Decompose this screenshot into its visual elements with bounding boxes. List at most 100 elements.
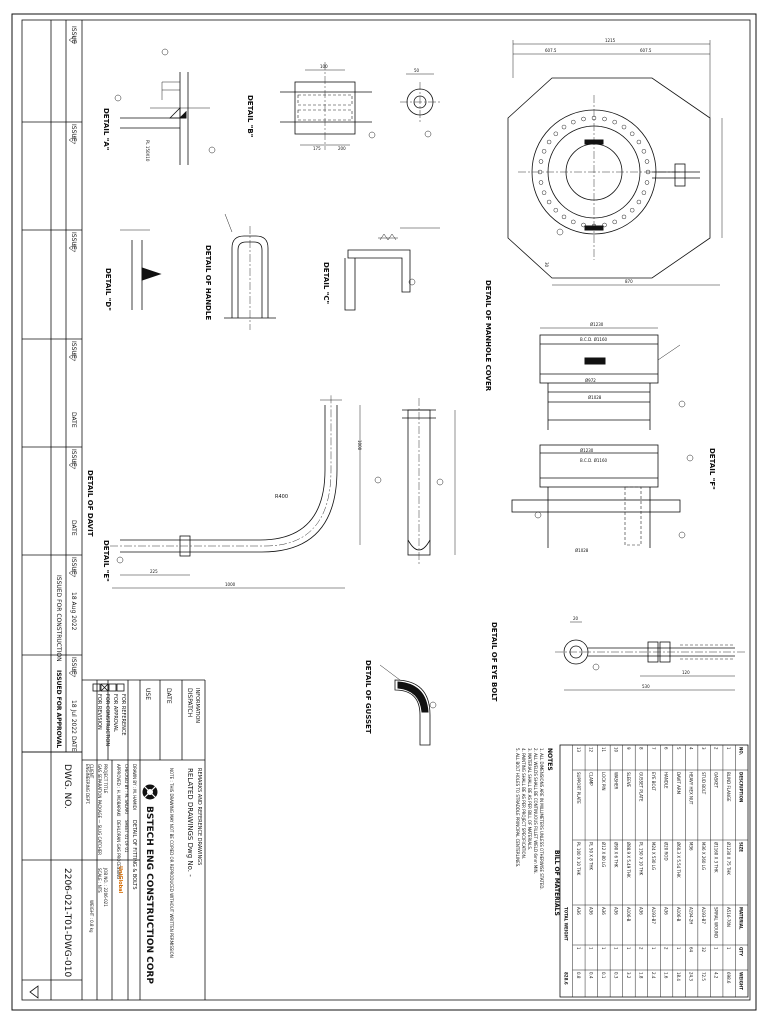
- bom-grid: NO.DESCRIPTIONSIZEMATERIALQTYWEIGHT1BLIN…: [563, 745, 748, 997]
- bom-cell: 3: [701, 747, 706, 750]
- client-label: CLIENT: [89, 764, 94, 779]
- bolt-holes: [537, 115, 651, 229]
- bom-cell: 4: [689, 747, 694, 750]
- bom-cell: 2.4: [651, 972, 656, 979]
- dim-radius: R400: [275, 494, 288, 500]
- dim-bcd-2: B.C.D. Ø1160: [580, 458, 607, 463]
- bolt-hole: [629, 207, 635, 213]
- bom-total-label: TOTAL WEIGHT: [563, 907, 568, 941]
- dim-100: 100: [320, 64, 328, 69]
- note-line-2: 2. ALL WELDS SHALL BE CONTINUOUS FILLET …: [533, 748, 538, 874]
- checked-by: CHECKED BY : M. SALARI: [124, 764, 129, 814]
- check-mark-icon: [100, 683, 109, 692]
- dim-pipe-od-2: Ø1028: [575, 548, 589, 553]
- checkbox-construction[interactable]: [100, 683, 109, 692]
- bom-cell: 698.6: [726, 972, 731, 984]
- date-label: DATE: [70, 736, 77, 752]
- option-reference: FOR REFERENCE: [120, 694, 126, 736]
- dim-20: 20: [573, 616, 579, 621]
- bom-cell: 1: [626, 947, 631, 950]
- bom-cell: 7: [651, 747, 656, 750]
- dim-flange-bottom: 870: [625, 279, 633, 284]
- bom-cell: A193-B7: [651, 907, 656, 924]
- bolt-hole: [636, 199, 642, 205]
- bolt-hole: [612, 119, 617, 125]
- bolt-hole: [591, 115, 597, 121]
- bom-cell: 1: [726, 747, 731, 750]
- bom-header-cell: DESCRIPTION: [739, 772, 744, 802]
- notes-title: NOTES: [546, 748, 553, 771]
- bolt-hole: [561, 214, 567, 220]
- bom-cell: PL 100 X 10 THK: [576, 842, 581, 876]
- bolt-hole: [581, 116, 586, 122]
- note-line-5: 5. ALL BOLT HOLES TO STRADDLE PRINCIPAL …: [515, 748, 520, 867]
- bom-cell: 0.1: [601, 972, 606, 979]
- bom-cell: 3.2: [626, 972, 631, 979]
- dim-flange-od: Ø1230: [590, 322, 604, 327]
- bom-cell: SPIRAL WOUND: [714, 907, 719, 938]
- bolt-hole: [546, 199, 552, 205]
- note-line-1: 1. ALL DIMENSIONS ARE IN MILLIMETERS UNL…: [539, 748, 544, 890]
- bom-cell: A36: [638, 907, 643, 915]
- bom-cell: M36 X 260 LG: [701, 842, 706, 870]
- checkbox-reference[interactable]: [116, 683, 125, 692]
- approval-date: 18 Jul 2022: [70, 700, 77, 734]
- bom-cell: 13: [576, 747, 581, 753]
- bom-header-cell: NO.: [739, 747, 744, 756]
- approved-by: APPROVED : H. MOBARAKI: [116, 764, 121, 816]
- date-label: DATE: [165, 688, 172, 704]
- issue-label: ISSUE: [70, 124, 77, 142]
- bom-cell: Ø90 X 6 THK: [613, 842, 618, 868]
- bolt-hole: [537, 169, 543, 175]
- bom-header-cell: MATERIAL: [739, 907, 744, 930]
- eye-bolt-title: DETAIL OF EYE BOLT: [490, 622, 498, 702]
- drawn-by: DRAWN BY : M. HAMIDI: [132, 764, 137, 810]
- note-line-3: 3. MATERIAL SHALL BE AS PER BILL OF MATE…: [527, 748, 532, 850]
- dim-eye-bolt: 530: [642, 684, 650, 689]
- sheet-info: SHEET 01 OF 01: [124, 820, 129, 853]
- checkbox-revision[interactable]: [92, 683, 101, 692]
- bom-cell: A106-B: [676, 907, 681, 922]
- davit-title: DETAIL OF DAVIT: [86, 470, 94, 537]
- checkbox-approval[interactable]: [108, 683, 117, 692]
- bolt-hole: [641, 149, 647, 154]
- dwg-no-label: DWG. NO.: [62, 764, 72, 809]
- project-title: GAS SEPARATION PACKAGE — SLUG CATCHER: [97, 764, 102, 855]
- bom-cell: STUD BOLT: [701, 772, 706, 795]
- bolt-hole: [571, 119, 576, 125]
- bom-cell: M24 X 530 LG: [651, 842, 656, 870]
- dim-flange-total: 1215: [605, 38, 616, 43]
- issue-label: ISSUE: [70, 26, 77, 44]
- bom-header-cell: QTY: [739, 947, 744, 956]
- detail-c-title: DETAIL "C": [322, 262, 330, 304]
- bom-cell: Ø88.9 X 5.49 THK: [626, 842, 631, 878]
- manhole-plan: 1215 607.5 607.5 870 DETAIL OF MANHOLE C…: [484, 38, 723, 392]
- inner-border: [21, 19, 751, 1001]
- issue-label: ISSUE: [70, 341, 77, 359]
- bolt-hole: [636, 139, 642, 145]
- bolt-hole: [553, 207, 559, 213]
- eye-bolt-drawing: 530 120 20 DETAIL OF EYE BOLT: [490, 616, 745, 702]
- bom-cell: LOCK PIN: [601, 772, 606, 791]
- revision-column: ISSUE ISSUE ISSUE ISSUE ISSUE ISSUE ISSU…: [22, 20, 83, 1000]
- bom-cell: DAVIT ARM: [676, 772, 681, 795]
- copyright-note: NOTE : THIS DRAWING MAY NOT BE COPIED OR…: [169, 768, 174, 958]
- bom-cell: Ø60.3 X 5.54 THK: [676, 842, 681, 878]
- bom-cell: 4.2: [714, 972, 719, 979]
- bom-cell: 2: [714, 747, 719, 750]
- bom-total-value: 828.6: [563, 972, 568, 985]
- bom-cell: 18.4: [676, 972, 681, 981]
- bom-cell: 72.5: [701, 972, 706, 981]
- bom-cell: WASHER: [613, 772, 618, 790]
- detail-d-title: DETAIL "D": [104, 268, 112, 311]
- bom-cell: 1: [726, 947, 731, 950]
- info-label: INFORMATION: [194, 688, 200, 723]
- bom-cell: HANDLE: [664, 772, 669, 789]
- handle-drawing: DETAIL OF HANDLE: [204, 213, 276, 330]
- bom-cell: BLIND FLANGE: [726, 772, 731, 802]
- use-label: USE: [144, 688, 151, 700]
- manhole-title: DETAIL OF MANHOLE COVER: [484, 280, 492, 392]
- bolt-hole: [645, 169, 651, 175]
- bom-cell: A36: [576, 907, 581, 915]
